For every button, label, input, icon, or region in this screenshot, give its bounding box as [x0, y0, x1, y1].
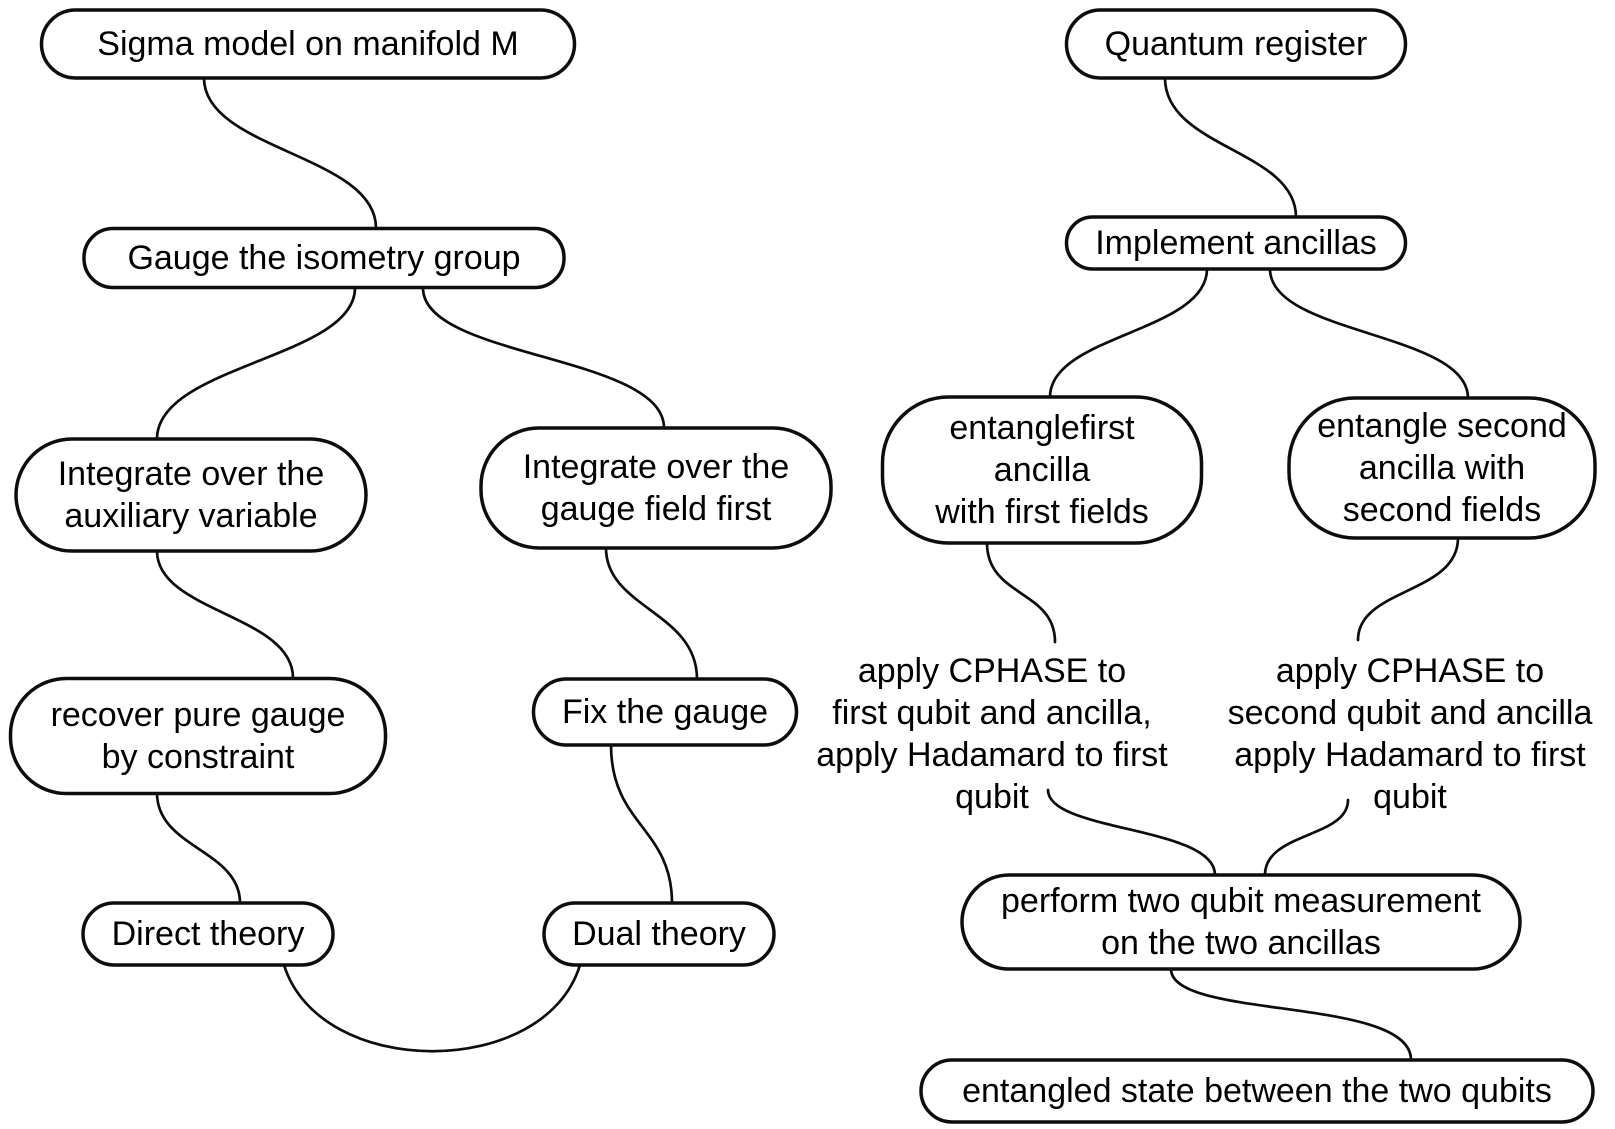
- edge-implement-ancillas--entangle-first: [1048, 267, 1209, 399]
- edge-recover-pure-gauge--direct-theory: [155, 791, 242, 905]
- edge-implement-ancillas--entangle-second: [1268, 267, 1470, 400]
- node-gauge-isometry: Gauge the isometry group: [82, 226, 566, 290]
- edge-entangle-first--apply-cphase-first: [985, 541, 1057, 644]
- node-shape-gauge-isometry: [82, 226, 566, 290]
- node-label-entangled-state: entangled state between the two qubits: [962, 1072, 1552, 1110]
- node-shape-entangle-first: [880, 395, 1204, 545]
- edge-entangle-second--apply-cphase-second: [1356, 536, 1460, 642]
- edge-quantum-register--implement-ancillas: [1163, 76, 1298, 219]
- edge-integrate-auxiliary--recover-pure-gauge: [155, 549, 295, 680]
- edge-gauge-isometry--integrate-auxiliary: [155, 286, 357, 441]
- edge-apply-cphase-first--perform-measurement: [1046, 788, 1217, 877]
- node-shape-entangled-state: [919, 1058, 1595, 1124]
- node-shape-direct-theory: [81, 901, 335, 967]
- node-fix-gauge: Fix the gauge: [531, 677, 799, 747]
- node-direct-theory: Direct theory: [81, 901, 335, 967]
- node-label-gauge-isometry: Gauge the isometry group: [127, 239, 520, 277]
- node-label-sigma-model: Sigma model on manifold M: [97, 25, 518, 63]
- edge-fix-gauge--dual-theory: [609, 743, 674, 905]
- node-quantum-register: Quantum register: [1064, 8, 1408, 80]
- edge-integrate-gauge-field--fix-gauge: [604, 546, 699, 681]
- node-sigma-model: Sigma model on manifold M: [39, 8, 577, 80]
- node-shape-quantum-register: [1064, 8, 1408, 80]
- node-shape-implement-ancillas: [1064, 215, 1408, 271]
- edge-sigma-model--gauge-isometry: [202, 76, 378, 230]
- node-implement-ancillas: Implement ancillas: [1064, 215, 1408, 271]
- node-label-quantum-register: Quantum register: [1105, 25, 1368, 63]
- node-shape-dual-theory: [542, 901, 776, 967]
- node-shape-perform-measurement: [960, 873, 1522, 971]
- node-label-dual-theory: Dual theory: [572, 915, 746, 953]
- node-shape-recover-pure-gauge: [8, 676, 388, 796]
- edge-apply-cphase-second--perform-measurement: [1263, 798, 1350, 877]
- node-dual-theory: Dual theory: [542, 901, 776, 967]
- node-label-fix-gauge: Fix the gauge: [562, 693, 768, 731]
- edge-perform-measurement--entangled-state: [1169, 967, 1413, 1062]
- edge-direct-theory--dual-theory: [282, 963, 582, 1053]
- node-entangled-state: entangled state between the two qubits: [919, 1058, 1595, 1124]
- edge-gauge-isometry--integrate-gauge-field: [421, 286, 666, 430]
- node-shape-integrate-gauge-field: [479, 426, 833, 550]
- node-shape-entangle-second: [1287, 396, 1597, 540]
- node-label-direct-theory: Direct theory: [112, 915, 305, 953]
- node-shape-integrate-auxiliary: [14, 437, 368, 553]
- node-shape-fix-gauge: [531, 677, 799, 747]
- flowchart-sigma-model-duality: Sigma model on manifold M Gauge the isome…: [8, 8, 833, 1053]
- node-label-implement-ancillas: Implement ancillas: [1095, 224, 1377, 262]
- node-shape-sigma-model: [39, 8, 577, 80]
